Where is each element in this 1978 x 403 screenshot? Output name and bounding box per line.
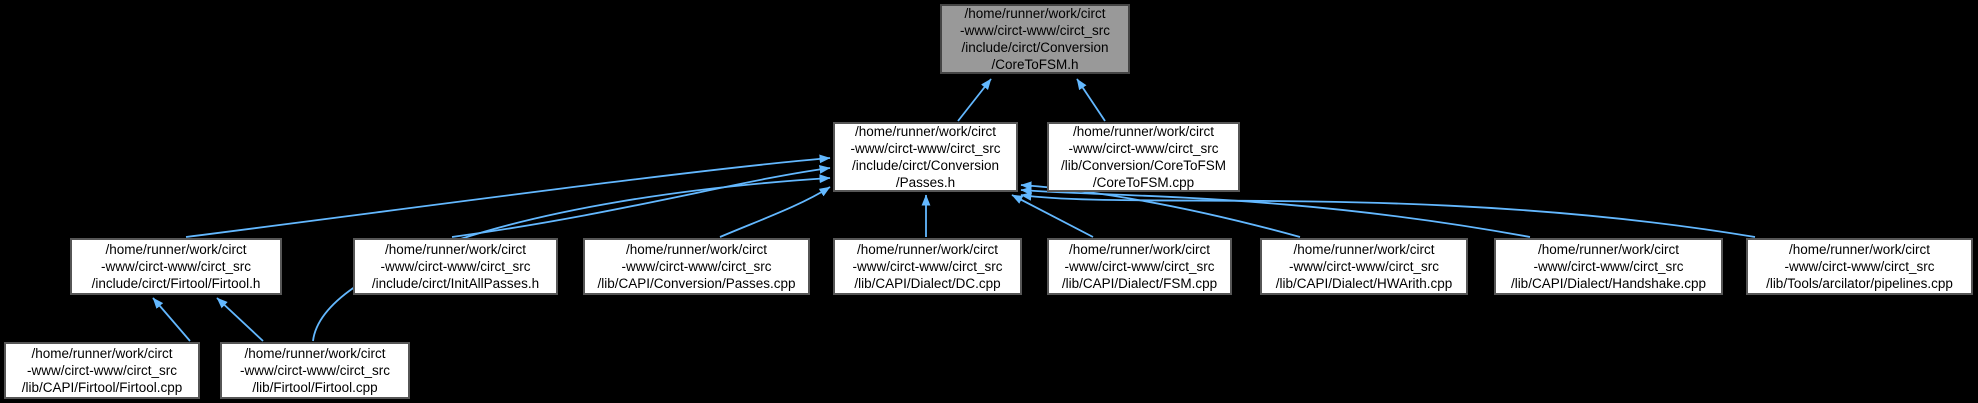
edge-passes-h-to-coretofsm-h xyxy=(957,78,992,122)
graph-node-capi-passes-cpp[interactable]: /home/runner/work/circt -www/circt-www/c… xyxy=(583,238,810,295)
edge-lib-firtool-cpp-to-firtool-h xyxy=(216,297,264,342)
graph-node-capi-hwarith-cpp[interactable]: /home/runner/work/circt -www/circt-www/c… xyxy=(1260,238,1468,295)
graph-node-capi-firtool-cpp[interactable]: /home/runner/work/circt -www/circt-www/c… xyxy=(4,342,200,399)
graph-node-coretofsm-h[interactable]: /home/runner/work/circt -www/circt-www/c… xyxy=(940,4,1130,74)
graph-node-capi-dc-cpp[interactable]: /home/runner/work/circt -www/circt-www/c… xyxy=(833,238,1022,295)
graph-node-lib-firtool-cpp[interactable]: /home/runner/work/circt -www/circt-www/c… xyxy=(220,342,410,399)
edge-firtool-h-to-passes-h xyxy=(185,154,831,238)
edge-capi-passes-cpp-to-passes-h xyxy=(719,186,831,238)
edge-capi-handshake-cpp-to-passes-h xyxy=(1020,186,1531,238)
graph-node-arcilator-pipelines-cpp[interactable]: /home/runner/work/circt -www/circt-www/c… xyxy=(1746,238,1973,295)
edge-capi-firtool-cpp-to-firtool-h xyxy=(152,297,191,342)
graph-node-firtool-h[interactable]: /home/runner/work/circt -www/circt-www/c… xyxy=(70,238,282,295)
graph-node-coretofsm-cpp[interactable]: /home/runner/work/circt -www/circt-www/c… xyxy=(1047,122,1240,192)
graph-node-passes-h[interactable]: /home/runner/work/circt -www/circt-www/c… xyxy=(833,122,1018,192)
graph-node-capi-handshake-cpp[interactable]: /home/runner/work/circt -www/circt-www/c… xyxy=(1494,238,1723,295)
graph-node-initallpasses-h[interactable]: /home/runner/work/circt -www/circt-www/c… xyxy=(353,238,558,295)
graph-node-capi-fsm-cpp[interactable]: /home/runner/work/circt -www/circt-www/c… xyxy=(1047,238,1232,295)
edge-arcilator-pipelines-cpp-to-passes-h xyxy=(1020,192,1756,238)
edge-capi-fsm-cpp-to-passes-h xyxy=(1011,194,1094,238)
edge-coretofsm-cpp-to-coretofsm-h xyxy=(1076,78,1106,122)
edge-initallpasses-h-to-passes-h xyxy=(451,165,831,238)
